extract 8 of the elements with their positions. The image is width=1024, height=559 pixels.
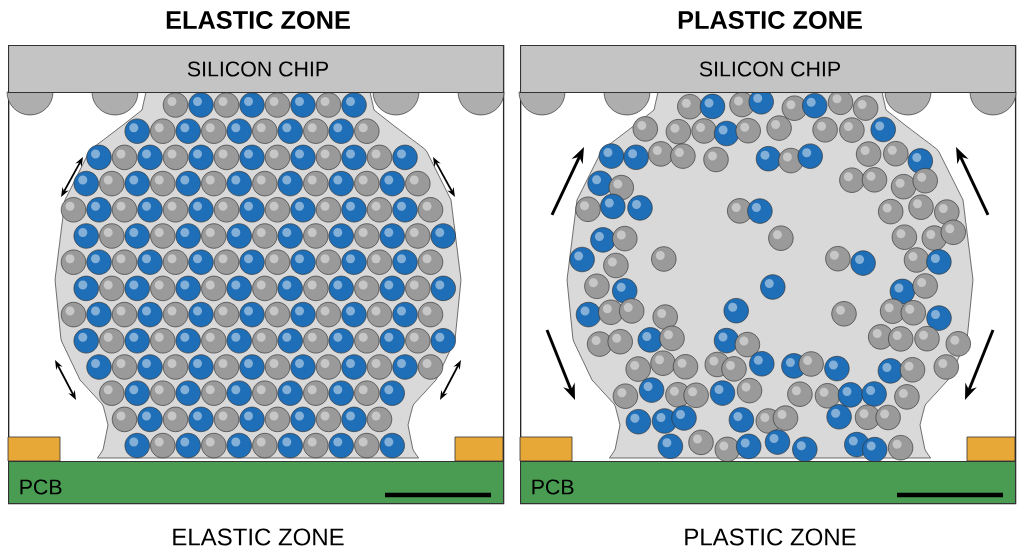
chip-bar: SILICON CHIP xyxy=(520,45,1016,93)
panel-caption: ELASTIC ZONE xyxy=(173,528,344,546)
panel-title: PLASTIC ZONE xyxy=(678,11,862,29)
pcb-bar: PCB xyxy=(520,461,1016,505)
chip-bar: SILICON CHIP xyxy=(8,45,504,93)
pcb-bar: PCB xyxy=(8,461,504,505)
panel-title: ELASTIC ZONE xyxy=(166,11,350,29)
panel-caption: PLASTIC ZONE xyxy=(685,528,856,546)
